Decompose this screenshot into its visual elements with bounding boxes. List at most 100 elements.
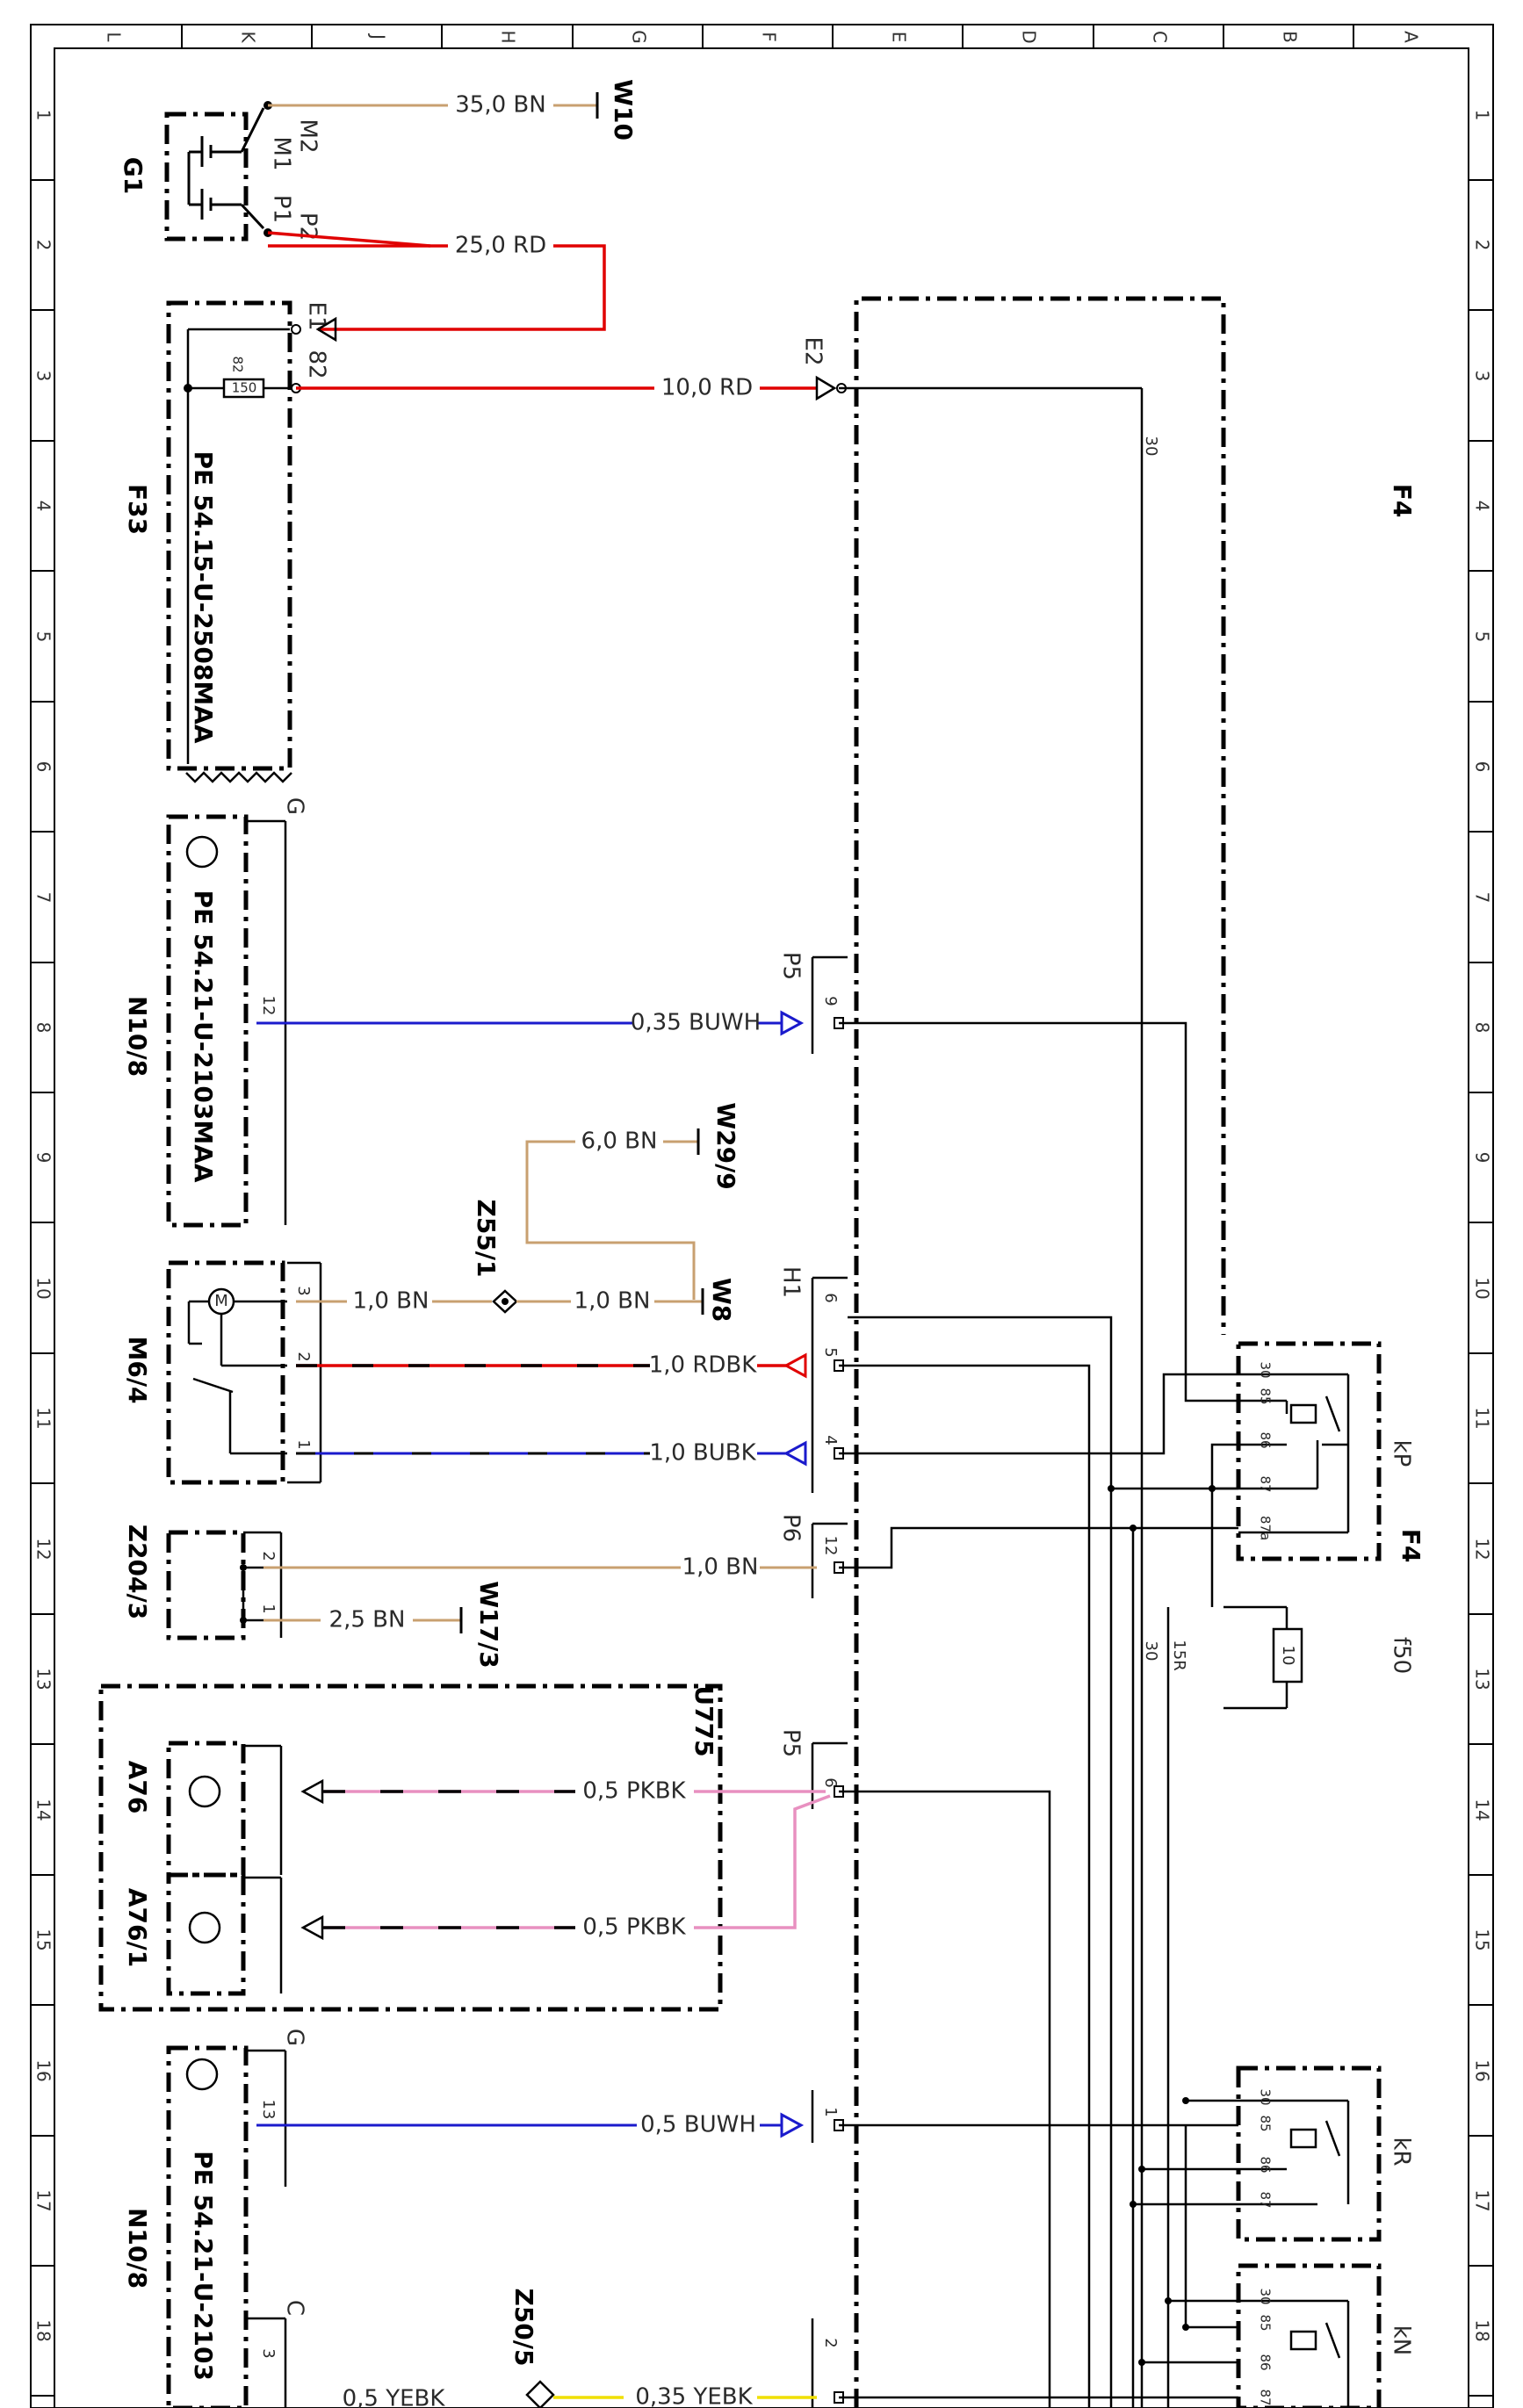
grid-number-left: 14 [33,1799,54,1820]
grid-letter: G [629,30,650,44]
grid-letter: C [1150,31,1171,43]
kp-pin-30: 30 [1258,1361,1274,1378]
pin-g-bottom: G [282,2029,308,2046]
grid-number-left: 5 [33,631,54,643]
wire-label: 25,0 RD [455,233,546,259]
wire-label: 1,0 BN [682,1554,759,1581]
grid-letter: L [104,32,125,42]
grid-number-left: 18 [33,2319,54,2341]
grid-number-right: 3 [1472,371,1493,382]
grid-column-letters: L K J H G F E D C B A [104,30,1422,44]
wire-05-pkbk-a: 0,5 PKBK [300,1778,1051,2408]
grid-letter: F [759,32,780,42]
relay-kr: kR 30 85 86 87 [1236,2066,1415,2242]
grid-number-left: 6 [33,761,54,773]
relay-kp-wiring [1108,1443,1238,1607]
pin-3: 3 [294,1286,313,1295]
grid-number-left: 9 [33,1152,54,1164]
splice-z50-5: Z50/5 [509,2289,538,2367]
kp-pin-87: 87 [1258,1475,1274,1492]
grid-number-right: 9 [1472,1152,1493,1164]
wire-label: 0,5 PKBK [582,1914,686,1941]
component-n10-8-bottom: N10/8 PE 54.21-U-2103 G 13 C 3 [123,2029,308,2408]
ground-w8: W8 [707,1278,736,1322]
connector-p5b-pin: 6 [821,1777,840,1787]
component-z204-3: Z204/3 2 1 [123,1525,283,1640]
grid-number-left: 16 [33,2059,54,2081]
connector-blocks [811,955,848,2408]
label-n10-8-bottom: N10/8 [123,2208,152,2289]
connector-p6: P6 [778,1514,805,1542]
ref-n10-8-bottom: PE 54.21-U-2103 [189,2151,218,2381]
pin-82: 82 [304,350,330,379]
label-n10-8-top: N10/8 [123,996,152,1077]
connector-h1-pin-5: 5 [821,1347,840,1357]
battery-symbol [187,107,265,230]
grid-number-left: 7 [33,892,54,904]
grid-letter: H [498,30,519,43]
pin-1-z204: 1 [259,1604,278,1613]
grid-number-right: 8 [1472,1022,1493,1034]
pin-m1: M1 [269,137,295,171]
wire-label: 10,0 RD [661,375,753,401]
grid-letter: J [368,32,389,40]
ground-w29-9: W29/9 [711,1102,740,1190]
label-f4-main: F4 [1388,484,1417,518]
grid-number-right: 5 [1472,631,1493,643]
label-f33: F33 [123,484,152,535]
grid-number-right: 18 [1472,2319,1493,2341]
f4-terminals [834,383,847,2404]
kr-pin-87: 87 [1258,2191,1274,2208]
grid-number-right: 2 [1472,240,1493,251]
grid-number-left: 10 [33,1277,54,1299]
kn-pin-86: 86 [1258,2354,1274,2370]
label-u775: U775 [689,1685,718,1756]
pin-c: C [282,2300,308,2316]
kp-pin-86: 86 [1258,1431,1274,1448]
grid-number-left: 8 [33,1022,54,1034]
pin-12: 12 [259,996,278,1016]
wire-25-bn: 2,5 BN [263,1607,463,1633]
wire-label: 35,0 BN [455,92,545,119]
kn-pin-30: 30 [1258,2288,1274,2304]
component-n10-8-top: N10/8 PE 54.21-U-2103MAA G 12 [123,797,308,1228]
wire-label: 0,5 PKBK [582,1778,686,1805]
label-g1: G1 [119,157,148,194]
bus-30-top: 30 [1142,436,1160,457]
component-m6-4: M6/4 M 3 2 1 [123,1260,322,1485]
label-z204-3: Z204/3 [123,1525,152,1619]
grid-number-left: 2 [33,240,54,251]
connector-h1-pin-6: 6 [821,1293,840,1302]
grid-number-right: 15 [1472,1929,1493,1950]
connector-p6-pin: 12 [821,1536,840,1556]
bus-15r: 15R [1170,1640,1188,1670]
connector-h1-pin-4: 4 [821,1435,840,1445]
f33-res-pin: 82 [230,356,246,372]
grid-number-right: 10 [1472,1277,1493,1299]
grid-number-left: 11 [33,1407,54,1429]
component-f4: F4 [854,296,1417,2408]
connector-e2: E2 [800,337,826,366]
grid-number-right: 12 [1472,1538,1493,1560]
pin-e1: E1 [304,302,330,331]
bus-30-bottom: 30 [1142,1641,1160,1662]
pin-1: 1 [294,1439,313,1449]
connector-p5-top: P5 [778,952,805,980]
wire-1-bn-motor: 1,0 BN 1,0 BN [296,1288,704,1315]
connector-pin-1: 1 [821,2107,840,2116]
relay-kn: kN 30 85 86 87 [1236,2263,1415,2408]
grid-number-right: 17 [1472,2189,1493,2211]
wire-6-bn: 6,0 BN [525,1128,700,1300]
fuse-f50: 10 f50 [1223,1605,1415,1710]
label-kn: kN [1389,2325,1415,2356]
label-f50: f50 [1389,1637,1415,1674]
ground-w17-3: W17/3 [474,1581,503,1669]
grid-number-right: 11 [1472,1407,1493,1429]
kr-pin-86: 86 [1258,2156,1274,2173]
splice-z55-1: Z55/1 [472,1200,501,1278]
grid-letter: D [1019,30,1040,43]
grid-number-right: 13 [1472,1668,1493,1690]
grid-letter: B [1280,31,1301,43]
kr-pin-85: 85 [1258,2115,1274,2131]
